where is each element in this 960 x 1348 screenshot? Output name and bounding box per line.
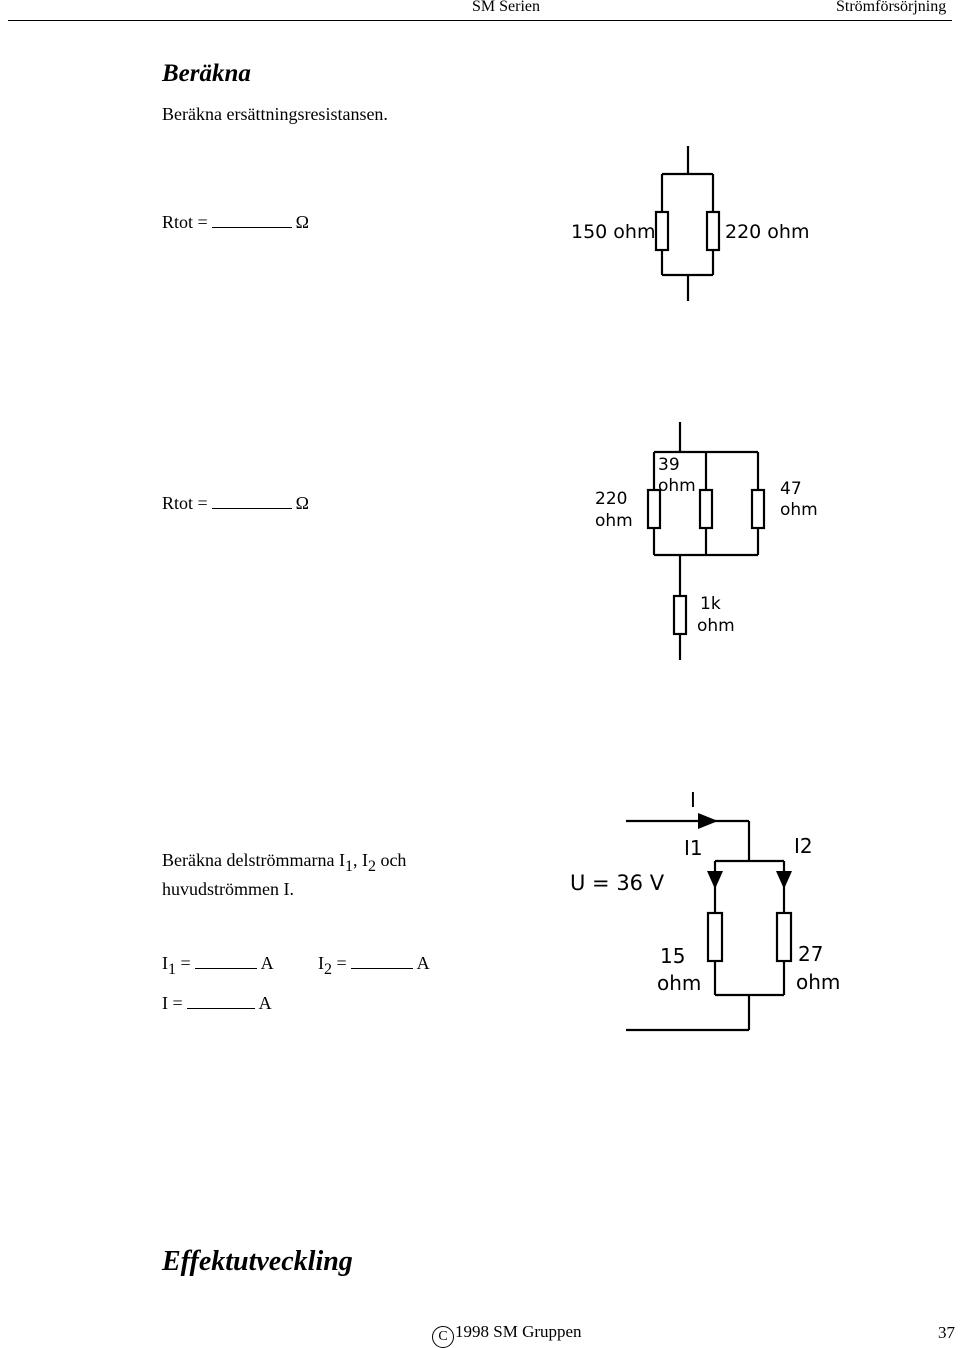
r2-value: 27 xyxy=(798,942,823,966)
r2-unit: ohm xyxy=(796,970,840,994)
ohm-unit: Ω xyxy=(295,493,310,513)
resistor-47 xyxy=(750,488,766,530)
resistor-27 xyxy=(775,911,793,963)
header-topic: Strömförsörjning xyxy=(836,0,947,15)
r1-label: 150 ohm xyxy=(571,221,655,243)
main-current-label: I xyxy=(690,788,696,812)
resistor-220 xyxy=(705,210,721,252)
current-arrow-icon xyxy=(698,813,718,829)
ohm-unit: Ω xyxy=(295,212,310,232)
question-text: Beräkna delströmmarna xyxy=(162,850,335,870)
i1-symbol: I1 xyxy=(338,850,353,875)
circuit-3-diagram: I I1 I2 U = 36 V 15 ohm 27 ohm xyxy=(570,788,840,1032)
i-answer: I =A xyxy=(162,990,272,1014)
i2-answer: I2 =A xyxy=(318,950,430,978)
answer-blank[interactable] xyxy=(186,990,255,1009)
r-a-unit: ohm xyxy=(595,511,633,531)
circuit-2-diagram: 220 ohm 39 ohm 47 ohm 1k ohm xyxy=(595,422,818,660)
circuit-1-diagram: 150 ohm 220 ohm xyxy=(571,146,809,301)
exercise3-question: Beräkna delströmmarna I1, I2 och xyxy=(162,850,407,875)
rtot-label: Rtot = xyxy=(162,212,208,232)
answer-blank[interactable] xyxy=(211,490,292,509)
branch1-current-label: I1 xyxy=(684,836,703,860)
r-series-unit: ohm xyxy=(697,616,735,636)
resistor-1k xyxy=(672,594,688,636)
branch2-current-label: I2 xyxy=(794,834,813,858)
header-rule xyxy=(8,20,952,21)
r-series-value: 1k xyxy=(700,594,721,614)
section2-heading: Effektutveckling xyxy=(162,1246,353,1277)
section-heading: Beräkna xyxy=(162,60,251,87)
r2-label: 220 ohm xyxy=(725,221,809,243)
i2-symbol: I2 xyxy=(361,850,376,875)
resistor-39 xyxy=(698,488,714,530)
intro-text: Beräkna ersättningsresistansen. xyxy=(162,104,388,124)
exercise2-answer: Rtot = Ω xyxy=(162,490,309,514)
resistor-15 xyxy=(706,911,724,963)
answer-blank[interactable] xyxy=(350,950,413,969)
answer-blank[interactable] xyxy=(194,950,257,969)
r-b-value: 39 xyxy=(658,455,680,475)
voltage-label: U = 36 V xyxy=(570,871,665,895)
r-a-value: 220 xyxy=(595,489,627,509)
copyright-icon: C xyxy=(432,1326,454,1348)
r-c-unit: ohm xyxy=(780,500,818,520)
answer-blank[interactable] xyxy=(211,209,292,228)
r-b-unit: ohm xyxy=(658,476,696,496)
rtot-label: Rtot = xyxy=(162,493,208,513)
r-c-value: 47 xyxy=(780,479,802,499)
page-number: 37 xyxy=(938,1323,955,1342)
current-arrow-icon xyxy=(707,871,723,889)
current-arrow-icon xyxy=(776,871,792,889)
resistor-150 xyxy=(654,210,670,252)
r1-value: 15 xyxy=(660,944,685,968)
exercise1-answer: Rtot = Ω xyxy=(162,209,309,233)
i1-answer: I1 =A xyxy=(162,950,274,978)
r1-unit: ohm xyxy=(657,971,701,995)
header-series: SM Serien xyxy=(472,0,540,15)
exercise3-question-line2: huvudströmmen I. xyxy=(162,879,294,899)
